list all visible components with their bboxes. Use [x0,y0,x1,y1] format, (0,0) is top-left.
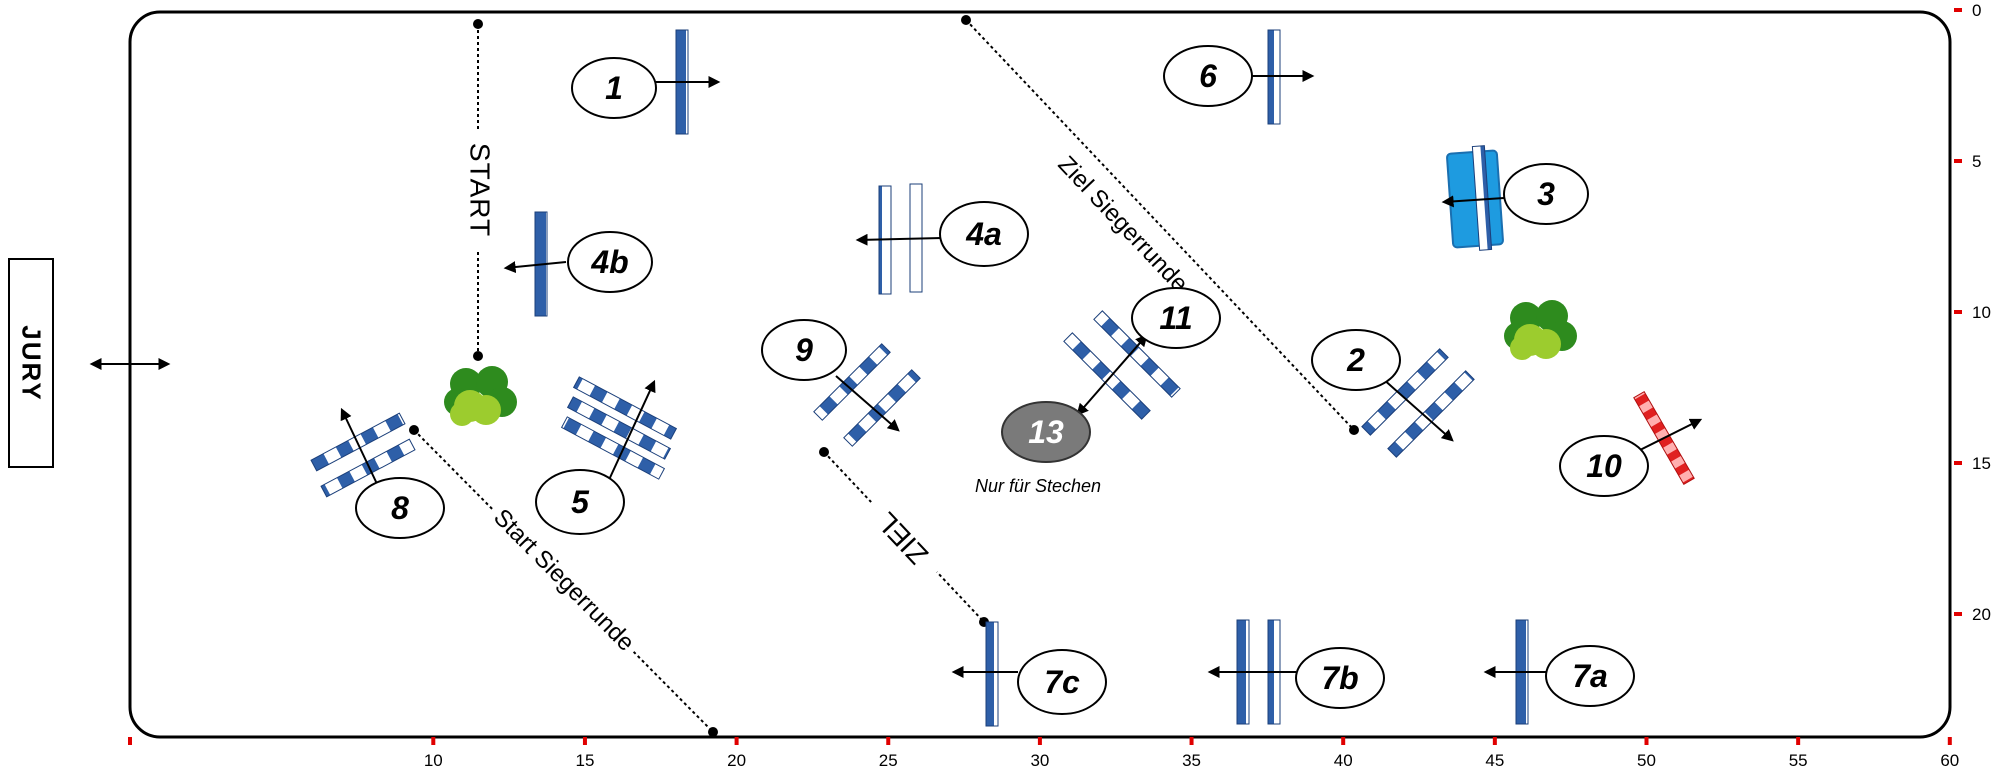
y-tick-label: 20 [1972,605,1991,624]
arena-boundary [128,10,1952,739]
obstacle-10-number: 10 [1586,448,1622,484]
jury-box: JURY [8,258,54,468]
nur-fuer-stechen-label: Nur für Stechen [975,476,1101,496]
x-scale: 10 15 20 25 30 35 40 45 50 55 60 [128,737,1959,770]
y-tick-mark [1954,310,1962,314]
obstacle-6: 6 [1163,29,1315,125]
obstacle-7c-number: 7c [1044,664,1080,700]
bush-left [444,366,517,426]
y-tick-label: 0 [1972,1,1981,20]
obstacle-8-number: 8 [391,490,409,526]
obstacle-1-number: 1 [605,70,623,106]
obstacle-3-number: 3 [1537,176,1555,212]
obstacle-13: 13 Nur für Stechen [975,401,1101,496]
bush-right [1504,300,1577,360]
y-tick-mark [1954,461,1962,465]
obstacle-2-number: 2 [1346,342,1365,378]
obstacle-7a: 7a [1483,619,1635,725]
obstacle-9: 9 [761,319,921,447]
x-tick-label: 10 [424,751,443,770]
x-tick-label: 20 [727,751,746,770]
x-tick-label: 30 [1030,751,1049,770]
obstacle-3: 3 [1441,145,1589,251]
x-tick-mark [886,737,891,745]
obstacle-4a: 4a [855,183,1029,295]
x-tick-label: 35 [1182,751,1201,770]
x-tick-mark [1189,737,1194,745]
y-tick-mark [1954,8,1962,12]
obstacle-5-number: 5 [571,484,590,520]
x-tick-mark [431,737,436,745]
x-tick-mark [1796,737,1801,745]
start-line: START [462,19,496,361]
y-tick-mark [1954,159,1962,163]
x-tick-mark [1492,737,1497,745]
obstacle-7c: 7c [951,621,1107,727]
obstacle-7b-number: 7b [1321,660,1358,696]
obstacle-4a-number: 4a [965,216,1002,252]
obstacle-6-number: 6 [1199,58,1217,94]
obstacle-5: 5 [535,376,678,535]
x-tick-label: 40 [1334,751,1353,770]
start-label: START [465,143,496,237]
obstacle-7b: 7b [1207,619,1385,725]
x-tick-mark [582,737,587,745]
obstacle-11-number: 11 [1159,300,1192,336]
x-tick-origin-mark [128,737,132,745]
obstacle-7a-number: 7a [1572,658,1608,694]
obstacle-8: 8 [310,407,445,539]
obstacle-13-number: 13 [1028,414,1064,450]
x-tick-label: 15 [575,751,594,770]
y-scale: 0 5 10 15 20 [1954,1,1991,624]
obstacle-2: 2 [1311,329,1475,458]
x-tick-label: 50 [1637,751,1656,770]
obstacle-11: 11 [1063,287,1221,420]
x-tick-label: 55 [1789,751,1808,770]
y-tick-label: 10 [1972,303,1991,322]
x-tick-mark [1644,737,1649,745]
obstacle-10: 10 [1559,391,1703,497]
x-tick-label: 60 [1940,751,1959,770]
obstacle-4b: 4b [503,211,653,317]
x-tick-mark [1037,737,1042,745]
y-tick-mark [1954,612,1962,616]
x-tick-label: 45 [1485,751,1504,770]
y-tick-label: 5 [1972,152,1981,171]
obstacle-1: 1 [571,29,721,135]
x-tick-mark [734,737,739,745]
obstacle-9-number: 9 [795,332,813,368]
obstacle-4b-number: 4b [590,244,628,280]
y-tick-label: 15 [1972,454,1991,473]
x-tick-mark [1341,737,1346,745]
x-tick-mark [1947,737,1952,745]
x-tick-label: 25 [879,751,898,770]
